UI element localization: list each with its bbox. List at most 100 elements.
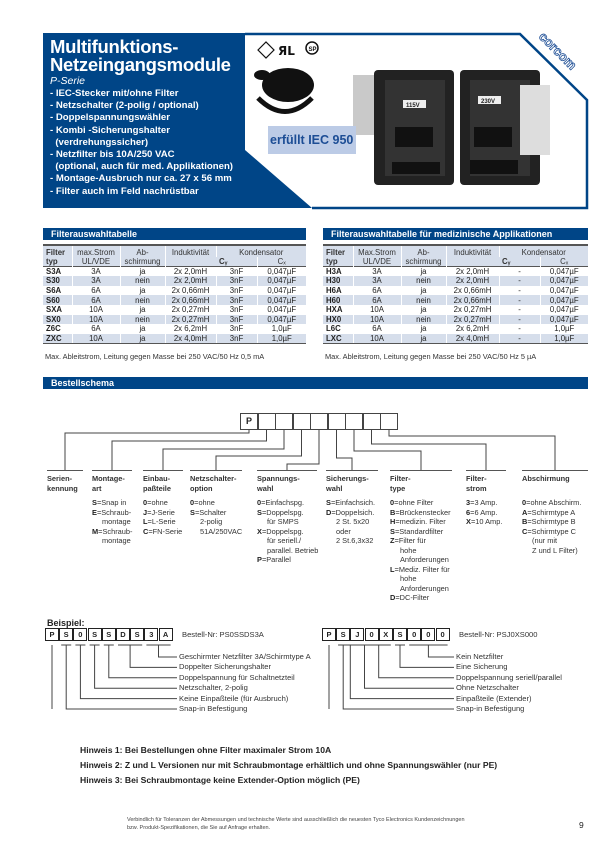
title-line-2: Netzeingangsmodule: [50, 54, 231, 75]
table-cell: 3nF: [215, 285, 257, 296]
schema-connector: [371, 430, 487, 470]
schema-option: C=Schirmtype C: [522, 526, 577, 536]
ul-mark-icon: ЯL: [278, 44, 295, 58]
schema-connector: [336, 430, 353, 470]
schema-column-heading: Filter-type: [390, 470, 452, 495]
example-code-box: D: [116, 628, 130, 641]
example-code-box: X: [378, 628, 393, 641]
table-cell: 6A: [352, 285, 401, 296]
table-cell: ja: [400, 333, 446, 344]
table-cell: ja: [119, 333, 165, 344]
table-cell: ja: [400, 324, 446, 334]
table-cell: nein: [119, 314, 165, 325]
table-cell: 0,047µF: [256, 266, 306, 277]
table-cell: L6C: [326, 324, 341, 334]
table-cell: 3nF: [215, 314, 257, 325]
schema-option: für SMPS: [267, 517, 299, 526]
table-cell: HXA: [326, 305, 343, 315]
example-explanation: Geschirmter Netzfilter 3A/Schirmtype A: [179, 652, 311, 661]
header-text: Multifunktions-Netzeingangsmodule P-Seri…: [50, 37, 233, 198]
table-cell: 3nF: [215, 333, 257, 344]
schema-connector: [388, 430, 556, 470]
csa-mark-icon: SP: [305, 41, 319, 55]
feature-list: - IEC-Stecker mit/ohne Filter- Netzschal…: [50, 88, 233, 198]
table-cell: 2x 6,2mH: [445, 324, 499, 334]
schema-connector: [353, 430, 422, 470]
feature-item: - Netzschalter (2-polig / optional): [50, 100, 199, 112]
table-cell: 0,047µF: [539, 266, 588, 277]
footer-line-1: Verbindlich für Toleranzen der Abmessung…: [127, 817, 465, 823]
table-cell: ZXC: [43, 333, 72, 344]
table-cell: 6A: [71, 295, 120, 305]
schema-column-heading: Montage-art: [92, 470, 132, 495]
table-cell: H60: [323, 295, 353, 305]
schema-option: X=10 Amp.: [466, 517, 503, 526]
table-cell: 3A: [71, 276, 120, 286]
schema-option: 51A/250VAC: [200, 526, 243, 536]
feature-item: - Doppelspannungswähler: [50, 112, 170, 124]
table-cell: nein: [400, 295, 446, 305]
schema-option: A=Schirmtype A: [522, 507, 576, 517]
schema-option: C=FN-Serie: [143, 526, 183, 536]
schema-option: 2-polig: [200, 517, 223, 526]
col-capacitor: Kondensator: [498, 244, 588, 257]
schema-option: hohe Anforderungen: [400, 574, 449, 593]
schema-column-heading: Filter-strom: [466, 470, 506, 495]
table-cell: S3A: [43, 266, 72, 277]
example-label: Beispiel:: [47, 618, 85, 628]
example-code-box: 0: [407, 628, 422, 641]
col-capacitor: Kondensator: [215, 244, 306, 257]
table-cell: -: [498, 266, 540, 277]
table-cell: 0,047µF: [539, 276, 588, 286]
col-cx: Cₓ: [539, 257, 588, 267]
table-cell: Z6C: [46, 324, 61, 334]
schema-option: B=Brückenstecker: [390, 507, 451, 517]
table-cell: 2x 2,0mH: [164, 266, 216, 277]
example-code-box: S: [336, 628, 351, 641]
schema-option: S=Standardfilter: [390, 526, 444, 536]
table-cell: nein: [400, 276, 446, 286]
table-cell: SX0: [43, 314, 72, 325]
table-cell: 0,047µF: [256, 295, 306, 305]
table-cell: H3A: [323, 266, 353, 277]
schema-connector: [64, 430, 250, 470]
code-box-empty: [380, 413, 398, 430]
example-connector: [108, 645, 177, 679]
schema-option: oder: [336, 526, 351, 536]
table-cell: ja: [400, 285, 446, 296]
schema-option: S=Schalter: [190, 507, 227, 517]
schema-option: montage: [102, 517, 131, 526]
table-cell: 1,0µF: [256, 324, 306, 334]
example-connector: [378, 645, 454, 679]
table-cell: ja: [119, 304, 165, 315]
example-code-box: P: [322, 628, 336, 641]
example-explanation: Ohne Netzschalter: [456, 683, 519, 693]
col-inductance: Induktivität: [445, 244, 499, 267]
schema-column-heading: Netzschalter-option: [190, 470, 242, 495]
schema-connector: [111, 430, 267, 470]
example-code-box: J: [350, 628, 365, 641]
table-cell: nein: [119, 276, 165, 286]
col-cy: Cᵧ: [499, 257, 540, 267]
page-number: 9: [579, 820, 584, 830]
table-cell: S30: [43, 276, 72, 286]
example-code-box: S: [101, 628, 116, 641]
example-code-box: P: [45, 628, 59, 641]
table-cell: 2x 0,66mH: [164, 295, 216, 305]
table-cell: 2x 0,66mH: [445, 295, 499, 305]
table-cell: S6A: [46, 286, 62, 296]
header-frame: [245, 32, 589, 210]
schema-option: (nur mit: [532, 536, 558, 545]
table-cell: 2x 2,0mH: [164, 276, 216, 286]
example-explanation: Keine Einpaßteile (für Ausbruch): [179, 693, 289, 703]
example-code-box: 3: [144, 628, 159, 641]
schema-option: S=Doppelspg.: [257, 507, 304, 517]
note-3: Hinweis 3: Bei Schraubmontage keine Exte…: [80, 775, 360, 785]
table-cell: -: [498, 304, 540, 315]
table-note: Max. Ableitstrom, Leitung gegen Masse be…: [45, 352, 265, 361]
example-connector: [364, 645, 454, 689]
schema-option: 6=6 Amp.: [466, 507, 498, 517]
